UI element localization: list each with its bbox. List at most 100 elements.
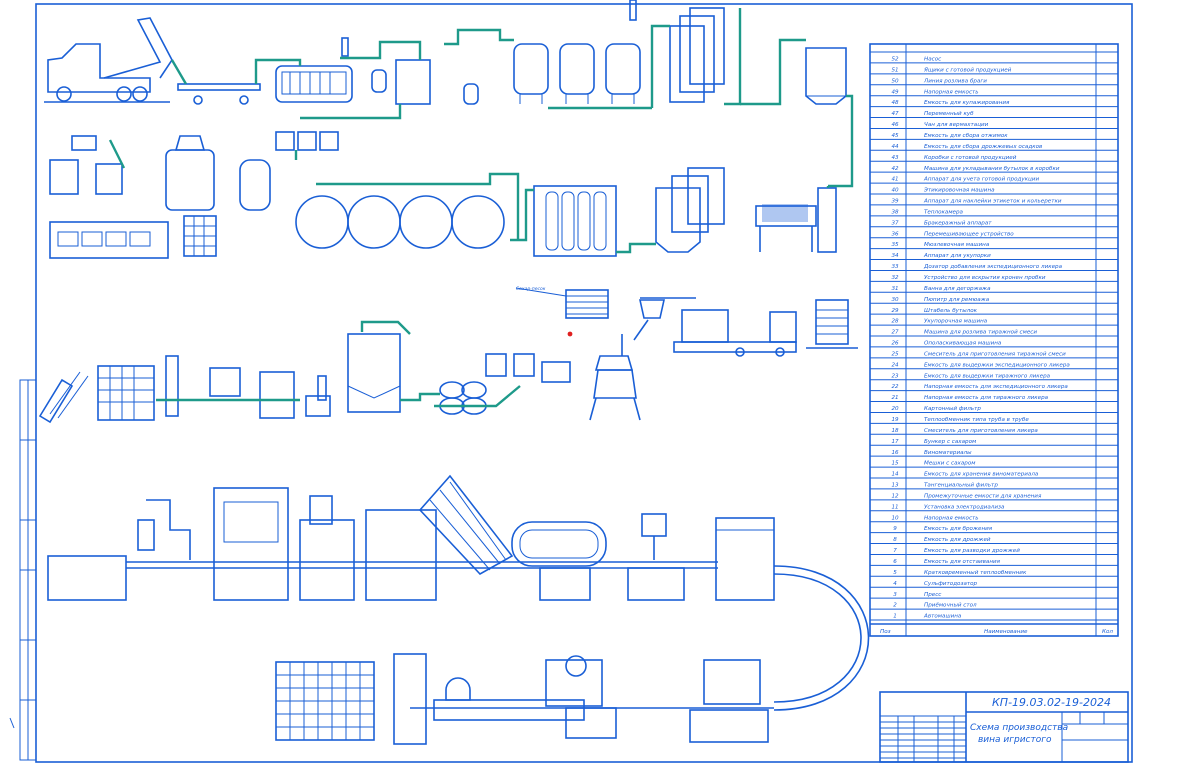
spec-row-name: Устройство для вскрытия кронен пробки xyxy=(924,275,1046,281)
spec-row-name: Пюпитр для ремюажа xyxy=(924,297,990,303)
spec-row-name: Аппарат для учета готовой продукции xyxy=(923,177,1039,183)
spec-row-name: Емкость для выдержки экспедиционного лик… xyxy=(924,362,1070,368)
spec-row-name: Напорная емкость для экспедиционного лик… xyxy=(924,384,1068,390)
spec-row-number: 45 xyxy=(891,133,899,139)
spec-row-number: 1 xyxy=(893,614,897,620)
spec-row-name: Сульфитодозатор xyxy=(924,581,978,587)
spec-row-number: 3 xyxy=(893,592,897,598)
yeast-and-storage-row xyxy=(49,135,271,259)
spec-row-number: 50 xyxy=(891,78,899,84)
spec-row-name: Дозатор добавления экспедиционного ликер… xyxy=(923,264,1063,270)
spec-row-name: Виноматериалы xyxy=(924,450,972,456)
spec-row-name: Тангенциальный фильтр xyxy=(924,483,998,489)
spec-row-name: Емкость для разводки дрожжей xyxy=(924,548,1020,554)
truck-and-press-line xyxy=(44,17,479,151)
spec-row-name: Мешки с сахаром xyxy=(924,461,976,467)
spec-row-name: Автомашина xyxy=(923,614,962,620)
spec-row-name: Бункер с сахаром xyxy=(924,439,977,445)
spec-row-name: Ванна для дегоржажа xyxy=(924,286,991,292)
spec-row-number: 13 xyxy=(891,483,899,489)
spec-row-name: Напорная емкость для тиражного ликера xyxy=(924,395,1049,401)
spec-row-number: 19 xyxy=(891,417,899,423)
spec-row-number: 25 xyxy=(891,351,899,357)
spec-row-number: 29 xyxy=(891,308,899,314)
spec-row-name: Емкость для купажирования xyxy=(924,100,1010,106)
spec-row-number: 10 xyxy=(891,515,899,521)
drawing-code: КП-19.03.02-19-2024 xyxy=(992,696,1111,709)
spec-row-name: Картонный фильтр xyxy=(924,406,981,412)
spec-row-number: 22 xyxy=(891,384,899,390)
spec-row-name: Укупорочная машина xyxy=(924,319,988,325)
spec-row-name: Емкость для брожения xyxy=(924,526,993,532)
spec-row-name: Смеситель для приготовления тиражной сме… xyxy=(924,351,1066,357)
spec-row-number: 44 xyxy=(891,144,899,150)
spec-row-number: 24 xyxy=(891,362,899,368)
red-marker-dot xyxy=(567,331,573,337)
spec-row-name: Емкость для выдержки тиражного ликера xyxy=(924,373,1051,379)
spec-row-name: Мюзлевочная машина xyxy=(924,242,990,248)
spec-row-name: Аппарат для укупорки xyxy=(923,253,991,259)
spec-row-number: 28 xyxy=(891,319,899,325)
spec-row-number: 52 xyxy=(891,57,899,63)
spec-row-name: Чан для вермахтации xyxy=(924,122,989,128)
spec-row-number: 11 xyxy=(891,504,898,510)
spec-row-name: Емкость для сбора отжимок xyxy=(924,133,1008,139)
spec-header-pos: Поз xyxy=(880,629,891,635)
spec-row-number: 38 xyxy=(891,209,899,215)
spec-row-number: 20 xyxy=(891,406,899,412)
spec-row-number: 40 xyxy=(891,188,899,194)
spec-row-name: Промежуточные емкости для хранения xyxy=(924,493,1042,499)
spec-row-name: Бракеражный аппарат xyxy=(924,220,992,226)
spec-row-name: Приёмочный стол xyxy=(924,603,977,609)
spec-row-number: 35 xyxy=(891,242,899,248)
pipes-row1 xyxy=(170,8,854,188)
spec-row-number: 23 xyxy=(891,373,899,379)
spec-row-name: Напорная емкость xyxy=(924,515,979,521)
spec-row-name: Этикировочная машина xyxy=(923,188,995,194)
spec-row-name: Кратковременный теплообменник xyxy=(924,570,1027,576)
spec-row-name: Напорная емкость xyxy=(924,89,979,95)
spec-row-number: 34 xyxy=(891,253,899,259)
spec-row-number: 51 xyxy=(891,67,898,73)
spec-row-number: 18 xyxy=(891,428,899,434)
spec-row-number: 4 xyxy=(893,581,897,587)
drawing-title-line2: вина игристого xyxy=(978,735,1052,745)
spec-row-name: Перемешивающее устройство xyxy=(924,231,1014,237)
spec-row-number: 26 xyxy=(891,341,899,347)
pipes-row2 xyxy=(316,172,830,254)
spec-row-name: Теплокамера xyxy=(924,209,964,215)
spec-row-number: 5 xyxy=(893,570,897,576)
spec-row-number: 37 xyxy=(891,220,899,226)
spec-row-name: Установка электродиализа xyxy=(924,504,1005,510)
spec-row-number: 39 xyxy=(891,199,899,205)
spec-row-number: 7 xyxy=(893,548,897,554)
drawing-frame xyxy=(9,3,1133,763)
spec-row-number: 8 xyxy=(893,537,897,543)
spec-row-number: 31 xyxy=(891,286,898,292)
storage-vessels-row2 xyxy=(295,167,837,257)
spec-row-number: 33 xyxy=(891,264,899,270)
spec-row-name: Машина для розлива тиражной смеси xyxy=(924,330,1037,336)
spec-row-number: 21 xyxy=(891,395,898,401)
spec-row-number: 36 xyxy=(891,231,899,237)
title-block: КП-19.03.02-19-2024 Схема производства в… xyxy=(879,691,1129,763)
spec-row-name: Машина для укладывания бутылок в коробки xyxy=(924,166,1060,172)
spec-row-name: Пресс xyxy=(924,592,941,598)
spec-row-number: 30 xyxy=(891,297,899,303)
spec-row-number: 27 xyxy=(891,330,899,336)
spec-row-number: 17 xyxy=(891,439,899,445)
spec-row-number: 42 xyxy=(891,166,899,172)
spec-row-number: 49 xyxy=(891,89,899,95)
spec-header-name: Наименование xyxy=(984,629,1028,635)
spec-row-name: Емкость для отстаивания xyxy=(924,559,1001,565)
fermentation-tanks-row1 xyxy=(513,0,847,105)
spec-row-name: Ящики с готовой продукцией xyxy=(923,67,1012,73)
spec-row-number: 47 xyxy=(891,111,899,117)
spec-row-number: 46 xyxy=(891,122,899,128)
spec-row-number: 6 xyxy=(893,559,897,565)
spec-row-name: Коробки с готовой продукцией xyxy=(924,155,1017,161)
spec-row-number: 32 xyxy=(891,275,899,281)
spec-row-name: Штабель бутылок xyxy=(924,308,978,314)
spec-row-name: Смеситель для приготовления ликера xyxy=(924,428,1038,434)
